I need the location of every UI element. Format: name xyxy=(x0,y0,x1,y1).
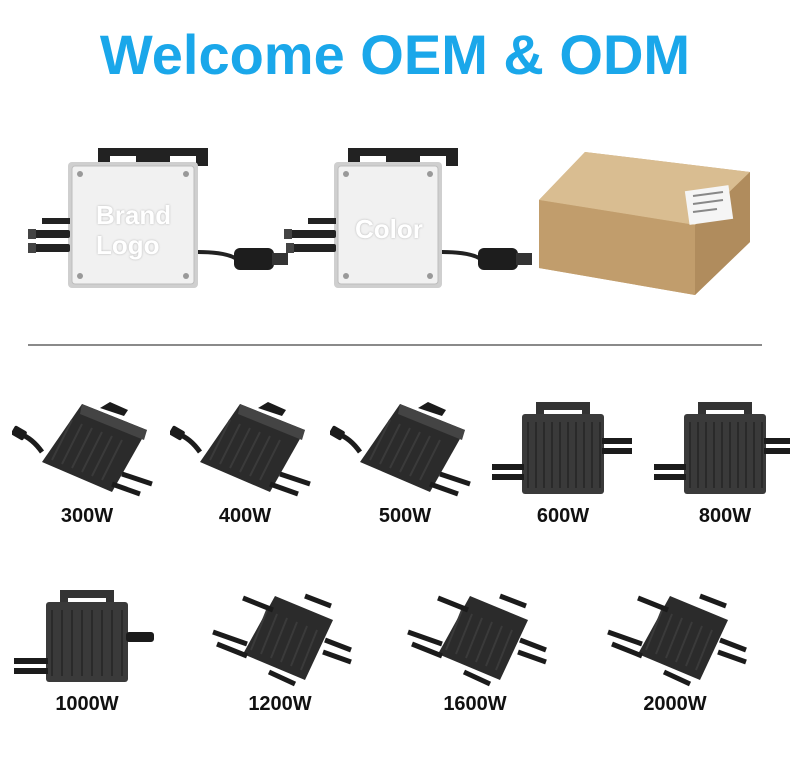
product-item: 1200W xyxy=(205,588,355,716)
product-item: 800W xyxy=(650,400,790,528)
color-label: Color xyxy=(355,214,423,244)
product-wattage-label: 2000W xyxy=(643,693,707,715)
product-item: 2000W xyxy=(600,588,750,716)
packaging-box-image xyxy=(535,150,755,300)
page-title: Welcome OEM & ODM xyxy=(99,23,691,86)
microinverter-image xyxy=(12,588,162,688)
product-item: 300W xyxy=(12,400,162,528)
product-item: 1600W xyxy=(400,588,550,716)
product-wattage-label: 600W xyxy=(536,505,590,527)
microinverter-image xyxy=(12,400,162,500)
product-item: 500W xyxy=(330,400,480,528)
product-wattage-label: 1200W xyxy=(248,693,312,715)
microinverter-image xyxy=(600,588,750,688)
product-item: 400W xyxy=(170,400,320,528)
color-inverter-image xyxy=(278,140,548,290)
microinverter-image xyxy=(330,400,480,500)
microinverter-image xyxy=(170,400,320,500)
product-wattage-label: 800W xyxy=(698,505,752,527)
product-item: 600W xyxy=(488,400,638,528)
microinverter-image xyxy=(400,588,550,688)
brand-logo-label: Brand Logo xyxy=(96,200,172,260)
section-divider xyxy=(28,344,762,346)
microinverter-image xyxy=(650,400,790,500)
product-wattage-label: 300W xyxy=(60,505,114,527)
microinverter-image xyxy=(205,588,355,688)
product-wattage-label: 400W xyxy=(218,505,272,527)
product-wattage-label: 1000W xyxy=(55,693,119,715)
product-wattage-label: 500W xyxy=(378,505,432,527)
product-item: 1000W xyxy=(12,588,162,716)
brand-logo-inverter-image xyxy=(28,140,298,290)
microinverter-image xyxy=(488,400,638,500)
product-wattage-label: 1600W xyxy=(443,693,507,715)
